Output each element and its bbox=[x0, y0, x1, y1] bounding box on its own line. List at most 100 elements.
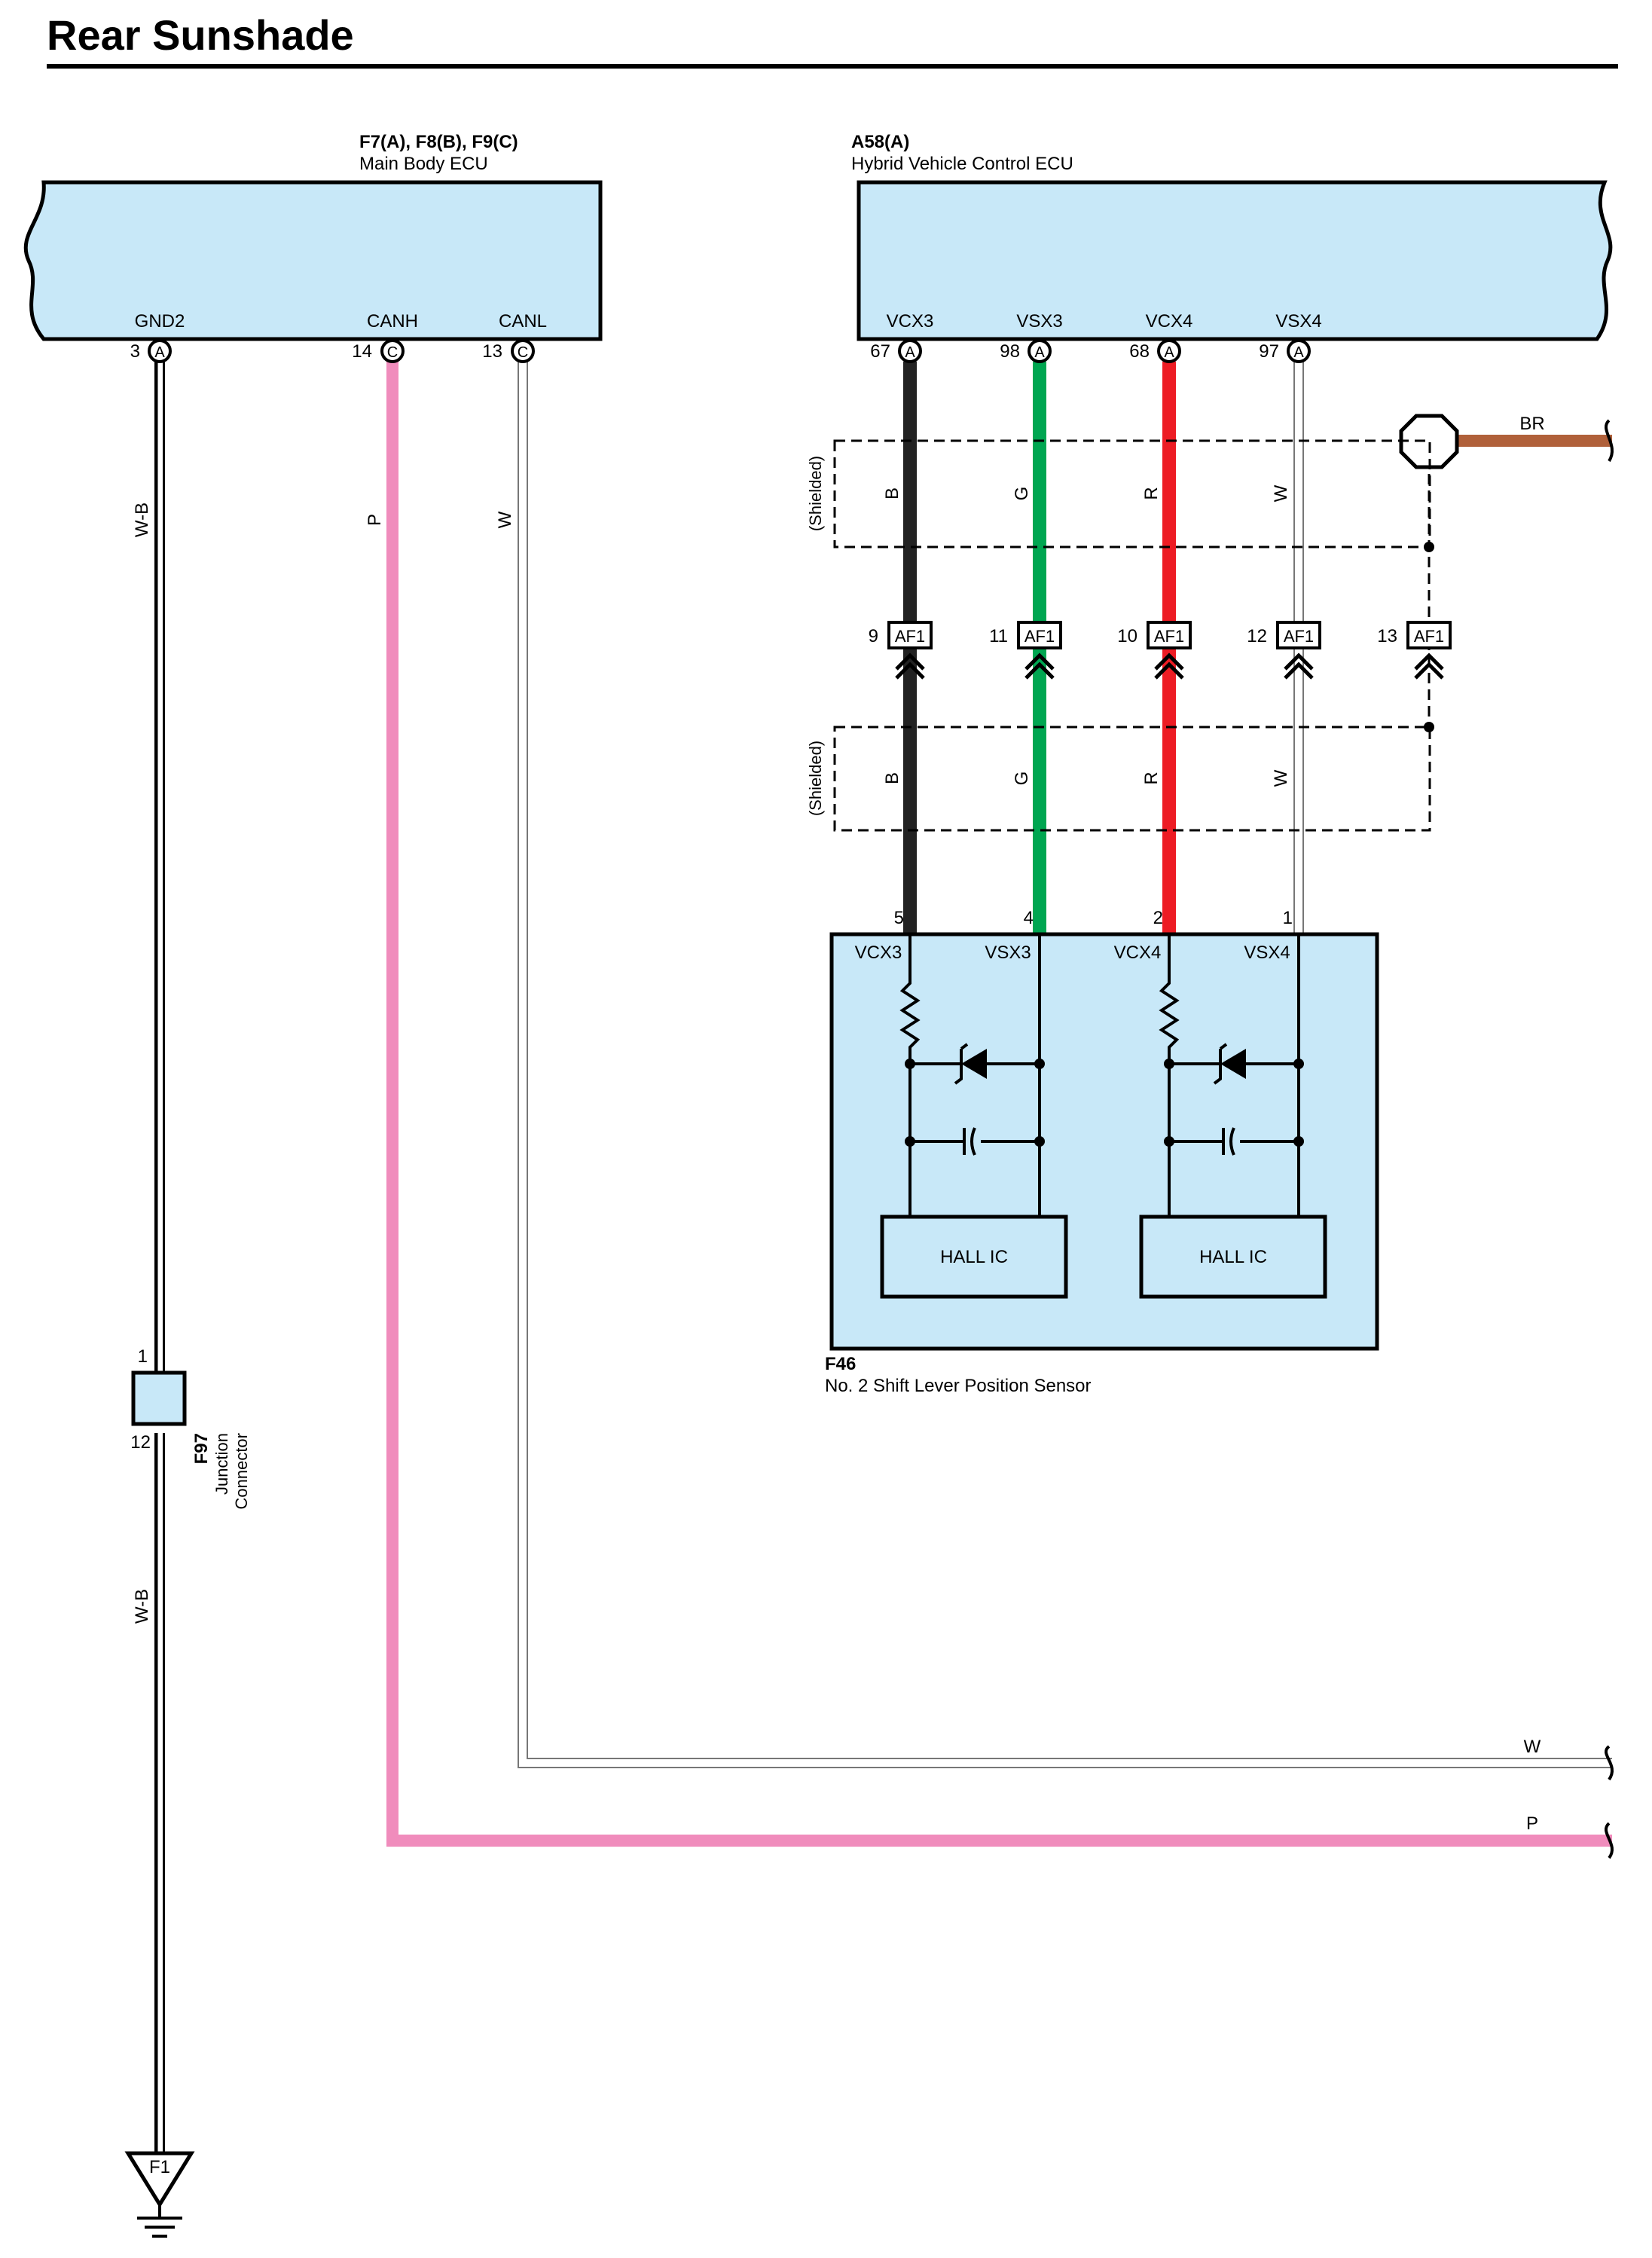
terminal-vsx4: VSX4 bbox=[1275, 311, 1321, 332]
wire-break-canh bbox=[1604, 1822, 1614, 1859]
af1-code-5: AF1 bbox=[1414, 627, 1444, 646]
wire-label-wb-lower: W-B bbox=[132, 1589, 152, 1624]
sensor-code: F46 bbox=[825, 1354, 856, 1374]
pin-number-canl: 13 bbox=[482, 341, 502, 362]
hall-ic-left-label: HALL IC bbox=[940, 1247, 1008, 1267]
wire-break-br bbox=[1604, 419, 1614, 463]
shield-box-upper bbox=[833, 439, 1431, 548]
sensor-terminal-vcx3: VCX3 bbox=[855, 943, 902, 963]
hall-ic-left bbox=[880, 1215, 1068, 1299]
sensor-pin-1: 1 bbox=[1283, 908, 1293, 928]
hv-ecu-name: Hybrid Vehicle Control ECU bbox=[851, 154, 1073, 174]
wire-label-br: BR bbox=[1519, 414, 1544, 434]
af1-code-1: AF1 bbox=[895, 627, 925, 646]
zener-bar-right bbox=[1213, 1043, 1228, 1085]
shield-upper-wire-g: G bbox=[1012, 487, 1032, 501]
terminal-canh: CANH bbox=[367, 311, 418, 332]
sensor-pin-4: 4 bbox=[1024, 908, 1034, 928]
conn-letter-vcx3: A bbox=[905, 344, 915, 361]
shield-box-lower bbox=[833, 726, 1431, 832]
hall-ic-right bbox=[1139, 1215, 1327, 1299]
ecu-terminal-circles bbox=[148, 339, 1311, 363]
hv-ecu-code: A58(A) bbox=[851, 132, 909, 152]
main-body-ecu-box bbox=[23, 180, 603, 341]
af1-pin-13: 13 bbox=[1377, 626, 1397, 646]
wire-break-canl bbox=[1605, 1745, 1614, 1781]
af1-pin-12: 12 bbox=[1247, 626, 1267, 646]
wire-label-canh: P bbox=[365, 514, 385, 526]
zener-diode-right-icon bbox=[1220, 1049, 1246, 1079]
hv-ecu-box bbox=[857, 180, 1613, 341]
af1-code-2: AF1 bbox=[1024, 627, 1055, 646]
shield-junction-dot-lower bbox=[1424, 722, 1434, 732]
terminal-vcx3: VCX3 bbox=[887, 311, 934, 332]
sensor-pin-5: 5 bbox=[894, 908, 904, 928]
af1-code-3: AF1 bbox=[1154, 627, 1184, 646]
sensor-circuit-right bbox=[1159, 934, 1300, 1217]
wire-canl-white bbox=[518, 362, 1612, 1768]
shield-junction-dot-upper bbox=[1424, 542, 1434, 552]
wire-canh-pink bbox=[386, 362, 1612, 1847]
shield-lower-wire-w: W bbox=[1271, 769, 1291, 787]
conn-letter-vcx4: A bbox=[1164, 344, 1174, 361]
ground-label: F1 bbox=[149, 2157, 170, 2177]
terminal-vsx3: VSX3 bbox=[1016, 311, 1062, 332]
pin-number-gnd2: 3 bbox=[130, 341, 140, 362]
terminal-gnd2: GND2 bbox=[135, 311, 185, 332]
sensor-name: No. 2 Shift Lever Position Sensor bbox=[825, 1376, 1092, 1396]
sensor-terminal-vsx3: VSX3 bbox=[985, 943, 1031, 963]
junction-name-line1: Junction bbox=[212, 1433, 231, 1495]
sensor-terminal-vsx4: VSX4 bbox=[1244, 943, 1290, 963]
main-body-ecu-name: Main Body ECU bbox=[359, 154, 488, 174]
sensor-circuit-right-dots bbox=[1164, 1059, 1304, 1147]
ground-symbol-icon bbox=[137, 2205, 182, 2238]
wire-label-canl: W bbox=[495, 511, 515, 528]
zener-diode-left-icon bbox=[961, 1049, 987, 1079]
junction-pin-top: 1 bbox=[138, 1346, 148, 1367]
sensor-pin-2: 2 bbox=[1153, 908, 1163, 928]
af1-connector-boxes bbox=[887, 621, 1452, 649]
wire-label-wb-upper: W-B bbox=[132, 503, 152, 537]
sensor-circuit-left bbox=[899, 934, 1041, 1217]
zener-bar-left bbox=[954, 1043, 969, 1085]
af1-chevron-icons bbox=[895, 652, 1444, 680]
terminal-canl: CANL bbox=[499, 311, 547, 332]
shield-upper-wire-r: R bbox=[1141, 487, 1162, 500]
junction-name-line2: Connector bbox=[232, 1433, 251, 1510]
conn-letter-gnd2: A bbox=[154, 344, 165, 361]
wire-label-canh-end: P bbox=[1526, 1813, 1538, 1834]
pin-number-vcx4: 68 bbox=[1129, 341, 1150, 362]
pin-number-vsx3: 98 bbox=[1000, 341, 1020, 362]
shield-lower-wire-b: B bbox=[882, 772, 902, 784]
conn-letter-canh: C bbox=[387, 344, 398, 361]
hall-ic-right-label: HALL IC bbox=[1199, 1247, 1267, 1267]
junction-code: F97 bbox=[191, 1433, 212, 1464]
shield-upper-wire-b: B bbox=[882, 487, 902, 500]
junction-connector-box bbox=[131, 1370, 187, 1426]
shield-label-lower: (Shielded) bbox=[806, 741, 825, 816]
sensor-terminal-vcx4: VCX4 bbox=[1114, 943, 1162, 963]
wire-label-canl-end: W bbox=[1524, 1737, 1541, 1757]
ground-triangle bbox=[124, 2151, 195, 2208]
shield-lower-wire-r: R bbox=[1141, 772, 1162, 784]
conn-letter-canl: C bbox=[518, 344, 528, 361]
af1-pin-10: 10 bbox=[1117, 626, 1137, 646]
sensor-circuit-left-dots bbox=[905, 1059, 1045, 1147]
shield-lower-wire-g: G bbox=[1012, 772, 1032, 786]
conn-letter-vsx3: A bbox=[1034, 344, 1045, 361]
af1-pin-11: 11 bbox=[989, 626, 1008, 646]
conn-letter-vsx4: A bbox=[1293, 344, 1304, 361]
junction-pin-bottom: 12 bbox=[130, 1432, 151, 1453]
shield-label-upper: (Shielded) bbox=[806, 456, 825, 531]
af1-code-4: AF1 bbox=[1284, 627, 1314, 646]
af1-pin-9: 9 bbox=[869, 626, 878, 646]
pin-number-vsx4: 97 bbox=[1259, 341, 1279, 362]
wire-gnd-wb bbox=[154, 362, 165, 2180]
main-body-ecu-code: F7(A), F8(B), F9(C) bbox=[359, 132, 518, 152]
shield-ground-point-icon bbox=[1399, 414, 1459, 469]
shield-upper-wire-w: W bbox=[1271, 484, 1291, 502]
terminal-vcx4: VCX4 bbox=[1146, 311, 1193, 332]
page-title: Rear Sunshade bbox=[47, 11, 354, 59]
pin-number-canh: 14 bbox=[352, 341, 372, 362]
